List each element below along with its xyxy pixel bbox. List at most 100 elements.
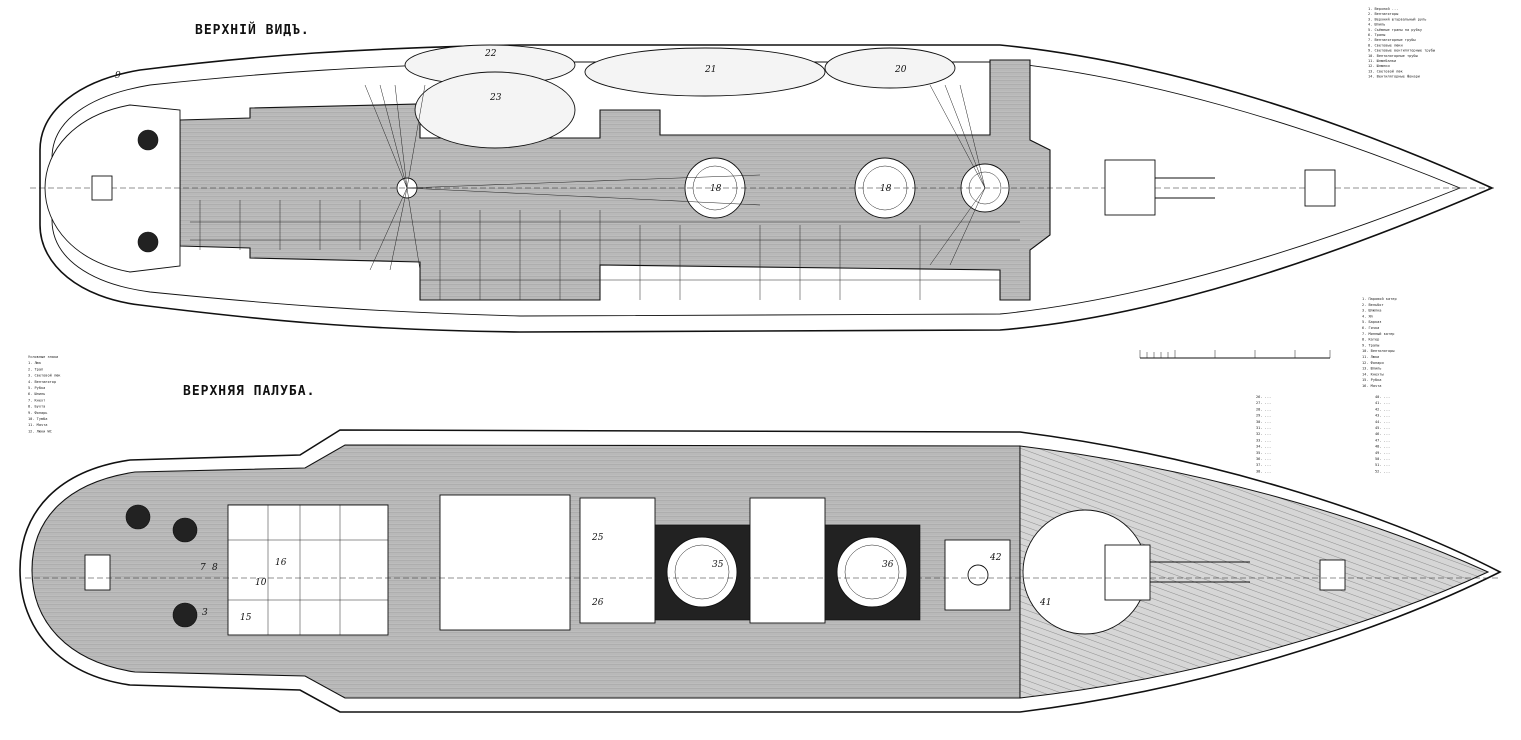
label-10: 10 xyxy=(255,578,267,588)
legend-line: 9. Трапы xyxy=(1362,343,1379,347)
bow-gun-mount xyxy=(1104,159,1156,216)
funnel-base-fore xyxy=(666,536,738,608)
legend-line: 27. ... xyxy=(1256,401,1271,405)
legend-line: 43. ... xyxy=(1375,414,1390,418)
legend-line: 41. ... xyxy=(1375,401,1390,405)
top-frame-grid xyxy=(190,200,1020,300)
legend-line: 49. ... xyxy=(1375,451,1390,455)
skylight-block-a xyxy=(579,497,656,624)
legend-line: 6. Шпиль xyxy=(28,392,45,396)
legend-line: 10. Вентиляторные трубы xyxy=(1368,53,1418,58)
legend-line: 13. Световой люк xyxy=(1368,69,1403,73)
label-boat-22: 22 xyxy=(484,49,497,59)
legend-line: 3. Световой люк xyxy=(28,374,61,378)
legend-line: 7. Кнехт xyxy=(28,398,45,402)
label-boat-23: 23 xyxy=(489,93,502,103)
label-boat-20: 20 xyxy=(894,65,907,75)
legend-line: 38. ... xyxy=(1256,469,1271,473)
stern-skylight xyxy=(91,175,113,201)
legend-line: 9. Световые вентиляторные трубы xyxy=(1368,48,1435,53)
legend-line: 7. Вентиляторные трубы xyxy=(1368,37,1416,42)
legend-line: 2. Вентиляторы xyxy=(1368,12,1398,16)
label-15: 15 xyxy=(240,613,252,623)
legend-line: 1. Паровой катер xyxy=(1362,297,1397,301)
label-35: 35 xyxy=(712,560,724,570)
legend-line: 14. Кнехты xyxy=(1362,372,1384,376)
legend-bottom-b: 40. ...41. ...42. ...43. ...44. ...45. .… xyxy=(1375,395,1390,473)
legend-line: 5. Съёмные трапы на рубку xyxy=(1368,27,1423,32)
legend-line: 30. ... xyxy=(1256,420,1271,424)
legend-line: 31. ... xyxy=(1256,426,1271,430)
legend-line: 29. ... xyxy=(1256,414,1271,418)
legend-line: 45. ... xyxy=(1375,426,1390,430)
legend-line: 11. Мачта xyxy=(28,423,47,427)
rigging-lines xyxy=(364,84,986,271)
top-view-plan: 22 21 20 23 9 18 18 xyxy=(30,44,1495,333)
legend-line: 6. Трапы xyxy=(1368,33,1385,37)
legend-line: 10. Вентиляторы xyxy=(1362,349,1394,353)
legend-line: 47. ... xyxy=(1375,438,1390,442)
legend-line: 8. Световые люки xyxy=(1368,43,1403,47)
vent-1-icon xyxy=(137,129,159,151)
porthole-grid xyxy=(439,494,571,631)
deck-vent-3-icon xyxy=(172,602,198,628)
legend-line: 5. Барказ xyxy=(1362,320,1381,324)
legend-bottom-a: 26. ...27. ...28. ...29. ...30. ...31. .… xyxy=(1256,395,1271,473)
legend-line: 12. Люки WC xyxy=(28,429,52,433)
legend-line: 6. Гичка xyxy=(1362,326,1379,330)
vent-2-icon xyxy=(137,231,159,253)
fore-gun-mount xyxy=(1104,544,1151,601)
funnel-base-aft xyxy=(836,536,908,608)
legend-line: 32. ... xyxy=(1256,432,1271,436)
upper-deck-title: ВЕРХНЯЯ ПАЛУБА. xyxy=(183,384,315,399)
legend-line: 11. Люки xyxy=(1362,355,1379,359)
label-8: 8 xyxy=(212,563,218,573)
legend-line: 12. Шлюпки xyxy=(1368,64,1390,68)
legend-line: 8. Катер xyxy=(1362,338,1379,342)
legend-line: 34. ... xyxy=(1256,445,1271,449)
boat-23 xyxy=(414,71,576,149)
label-25: 25 xyxy=(591,533,604,543)
boat-21 xyxy=(584,47,826,97)
label-funnel-aft: 18 xyxy=(880,184,892,194)
aft-hatch xyxy=(84,554,111,591)
legend-line: 8. Бухта xyxy=(28,405,45,409)
legend-line: 40. ... xyxy=(1375,395,1390,399)
legend-line: Условные знаки xyxy=(28,355,58,359)
legend-line: 50. ... xyxy=(1375,457,1390,461)
legend-line: 3. Шлюпка xyxy=(1362,309,1381,313)
deck-planking-fore xyxy=(1019,445,1490,699)
aft-cabins xyxy=(227,504,389,636)
skylight-block-b xyxy=(749,497,826,624)
legend-line: 46. ... xyxy=(1375,432,1390,436)
legend-line: 33. ... xyxy=(1256,438,1271,442)
label-funnel-fore: 18 xyxy=(710,184,722,194)
top-inner-edge xyxy=(51,61,1462,317)
label-26: 26 xyxy=(591,598,604,608)
label-boat-21: 21 xyxy=(704,65,716,75)
legend-line: 26. ... xyxy=(1256,395,1271,399)
legend-line: 9. Фонарь xyxy=(28,411,47,415)
legend-line: 4. Вентилятор xyxy=(28,380,56,384)
boat-20 xyxy=(824,47,956,89)
legend-line: 42. ... xyxy=(1375,407,1390,411)
legend-line: 51. ... xyxy=(1375,463,1390,467)
bow-hatch xyxy=(1304,169,1336,207)
legend-line: 37. ... xyxy=(1256,463,1271,467)
legend-line: 4. Шпиль xyxy=(1368,23,1385,27)
legend-line: 2. Трап xyxy=(28,367,43,371)
legend-line: 4. Ял xyxy=(1362,314,1373,318)
label-36: 36 xyxy=(882,560,894,570)
label-9: 9 xyxy=(115,71,121,81)
fore-hatch xyxy=(1319,559,1346,591)
legend-line: 35. ... xyxy=(1256,451,1271,455)
fore-gun-barrels xyxy=(1150,561,1250,583)
label-3: 3 xyxy=(202,608,208,618)
legend-line: 48. ... xyxy=(1375,445,1390,449)
scale-bar xyxy=(1139,350,1331,359)
legend-line: 7. Минный катер xyxy=(1362,332,1394,336)
